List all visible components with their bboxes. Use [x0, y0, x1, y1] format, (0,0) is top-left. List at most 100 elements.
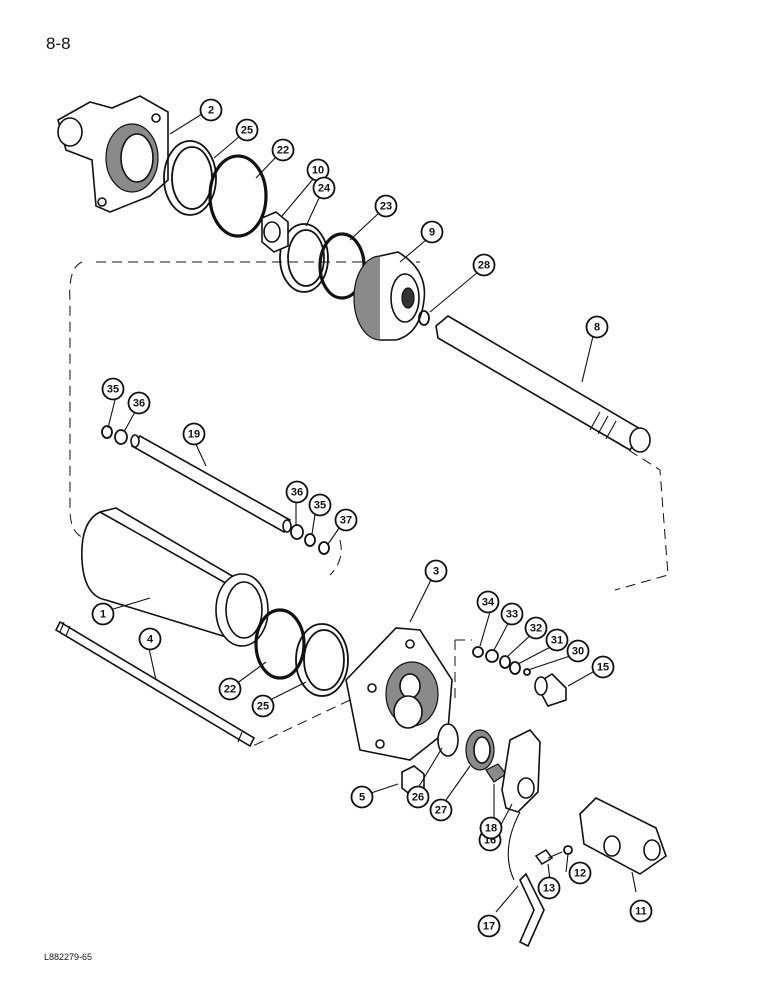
callout-22: 22 — [271, 138, 295, 162]
callout-label: 18 — [485, 823, 497, 835]
washer — [472, 646, 484, 658]
callout-circle — [429, 798, 453, 822]
callout-13: 13 — [537, 876, 561, 900]
callout-circle — [629, 899, 653, 923]
callout-32: 32 — [524, 616, 548, 640]
callout-circle — [218, 677, 242, 701]
bushing — [437, 723, 459, 757]
callout-25: 25 — [235, 118, 259, 142]
callout-31: 31 — [545, 628, 569, 652]
callout-label: 26 — [412, 792, 424, 804]
callout-circle — [251, 694, 275, 718]
callout-label: 4 — [147, 634, 154, 646]
small-o-ring — [304, 533, 316, 547]
callout-label: 19 — [188, 429, 200, 441]
callout-10: 10 — [306, 158, 330, 182]
callout-circle — [182, 422, 206, 446]
seal-ring — [279, 223, 329, 293]
callout-label: 3 — [433, 566, 439, 578]
callout-9: 9 — [420, 220, 444, 244]
bolt — [534, 848, 563, 866]
spacer-ring — [318, 541, 330, 555]
callout-label: 36 — [133, 398, 145, 410]
o-ring — [499, 655, 511, 669]
callout-3: 3 — [424, 559, 448, 583]
o-ring — [208, 154, 268, 238]
washer — [563, 845, 573, 855]
callout-33: 33 — [500, 602, 524, 626]
callout-34: 34 — [476, 590, 500, 614]
callout-label: 33 — [506, 609, 518, 621]
callout-label: 2 — [208, 105, 214, 117]
callout-label: 36 — [291, 487, 303, 499]
callout-circle — [591, 655, 615, 679]
callout-label: 8 — [594, 322, 600, 334]
end-cap — [57, 95, 169, 213]
page-number: 8-8 — [46, 34, 71, 53]
callout-18: 18 — [479, 816, 503, 840]
callout-circle — [350, 785, 374, 809]
callout-circle — [568, 861, 592, 885]
callout-label: 30 — [572, 646, 584, 658]
callout-15: 15 — [591, 655, 615, 679]
callout-37: 37 — [334, 508, 358, 532]
callout-circle — [308, 493, 332, 517]
callout-label: 32 — [530, 623, 542, 635]
callout-2: 2 — [199, 98, 223, 122]
seal-ring — [163, 140, 217, 216]
ring — [485, 649, 499, 663]
callout-11: 11 — [629, 899, 653, 923]
callout-30: 30 — [566, 639, 590, 663]
clevis — [579, 797, 667, 875]
callout-8: 8 — [585, 315, 609, 339]
callout-25: 25 — [251, 694, 275, 718]
callout-label: 17 — [483, 921, 495, 933]
callout-5: 5 — [350, 785, 374, 809]
callout-circle — [138, 627, 162, 651]
callout-circle — [524, 616, 548, 640]
callout-label: 22 — [224, 684, 236, 696]
reference-code: L882279-65 — [44, 952, 93, 962]
callout-label: 10 — [312, 165, 324, 177]
callout-circle — [271, 138, 295, 162]
callout-label: 28 — [478, 260, 490, 272]
assembly-outline — [69, 261, 669, 746]
callout-22: 22 — [218, 677, 242, 701]
callout-26: 26 — [406, 785, 430, 809]
callout-label: 23 — [380, 201, 392, 213]
callout-circle — [235, 118, 259, 142]
callout-label: 11 — [635, 906, 647, 918]
cylinder-barrel — [81, 507, 269, 647]
callout-circle — [566, 639, 590, 663]
callout-label: 25 — [257, 701, 269, 713]
callout-12: 12 — [568, 861, 592, 885]
backup-ring — [114, 429, 128, 445]
callout-circle — [312, 176, 336, 200]
callout-23: 23 — [374, 194, 398, 218]
nut — [261, 211, 289, 253]
piston-rod — [435, 315, 651, 453]
bent-pin — [507, 811, 545, 948]
callout-35: 35 — [101, 377, 125, 401]
tie-rod — [54, 620, 256, 748]
backup-ring — [290, 524, 304, 540]
callout-circle — [472, 253, 496, 277]
callout-circle — [101, 377, 125, 401]
piston — [353, 251, 426, 341]
small-o-ring — [418, 310, 430, 326]
callout-label: 22 — [277, 145, 289, 157]
o-ring — [254, 608, 306, 680]
callout-circle — [585, 315, 609, 339]
callout-circle — [420, 220, 444, 244]
callout-label: 37 — [340, 515, 352, 527]
callout-circle — [479, 816, 503, 840]
callout-circle — [285, 480, 309, 504]
callout-label: 25 — [241, 125, 253, 137]
ball — [523, 668, 531, 676]
small-o-ring — [509, 661, 521, 675]
seal-ring — [295, 623, 349, 697]
callout-label: 34 — [482, 597, 495, 609]
callout-circle — [476, 590, 500, 614]
callout-27: 27 — [429, 798, 453, 822]
callout-circle — [91, 602, 115, 626]
